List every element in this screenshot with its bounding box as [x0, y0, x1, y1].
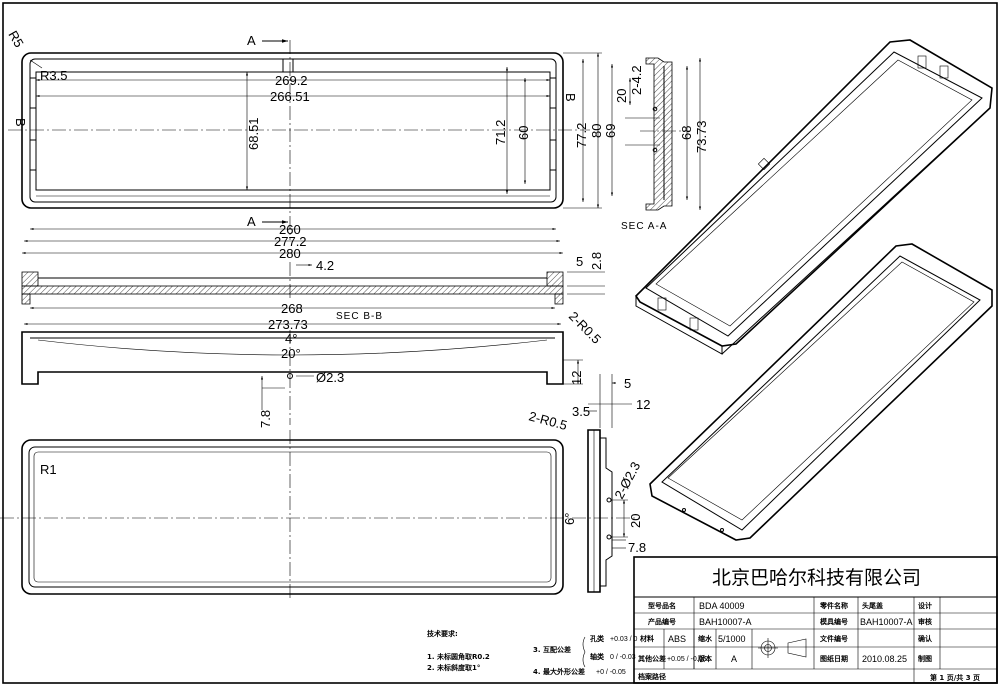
radius-r5-label: R5 — [5, 28, 26, 50]
draft-label: 制图 — [918, 654, 932, 663]
radius-r35-label: R3.5 — [40, 68, 67, 83]
review-label: 审核 — [918, 617, 932, 626]
material-value: ABS — [668, 634, 686, 644]
bottom-view: R1 — [21, 430, 564, 600]
mold-no-value: BAH10007-A — [860, 617, 913, 627]
model-label: 型号品名 — [648, 601, 676, 610]
dim-4-2-b: 4.2 — [316, 258, 334, 273]
note-4-label: 4. 最大外形公差 — [533, 667, 585, 676]
dim-5-b: 5 — [576, 254, 583, 269]
other-tol-value: +0.05 / -0.05 — [667, 656, 707, 663]
dim-7-8-side: 7.8 — [258, 410, 273, 428]
file-no-label: 文件编号 — [820, 634, 848, 643]
dim-6-deg: 6° — [562, 513, 577, 525]
note-4-tol: +0 / -0.05 — [596, 669, 626, 676]
dim-260: 260 — [279, 222, 301, 237]
confirm-label: 确认 — [918, 634, 933, 643]
date-label: 图纸日期 — [820, 654, 848, 663]
dim-77-2: 77.2 — [574, 123, 589, 148]
dim-2-phi-2-3: 2-Ø2.3 — [611, 459, 643, 501]
dim-268: 268 — [281, 301, 303, 316]
other-tol-label: 其他公差 — [638, 654, 666, 663]
side-view: 4° 20° Ø2.3 12 7.8 — [21, 330, 584, 428]
section-mark-b-left: B — [13, 118, 28, 127]
projection-symbol-icon — [758, 638, 807, 658]
dim-80: 80 — [589, 124, 604, 138]
product-no-label: 产品编号 — [648, 617, 676, 626]
dim-277-2: 277.2 — [274, 234, 307, 249]
dim-phi-2-3: Ø2.3 — [316, 370, 344, 385]
dim-4-deg: 4° — [285, 331, 297, 346]
dim-68: 68 — [679, 126, 694, 140]
date-value: 2010.08.25 — [862, 654, 907, 664]
shrink-label: 缩水 — [698, 634, 713, 643]
note-3-hole: 孔类 — [590, 634, 605, 643]
dim-12-end: 12 — [636, 397, 650, 412]
dim-2-8: 2.8 — [589, 252, 604, 270]
dim-20-a: 20 — [614, 89, 629, 103]
note-3-hole-tol: +0.03 / 0 — [610, 636, 638, 643]
product-no-value: BAH10007-A — [699, 617, 752, 627]
section-mark-a-top: A — [247, 33, 256, 48]
part-name-label: 零件名称 — [819, 601, 848, 610]
part-name-value: 头尾盖 — [862, 601, 883, 610]
dim-266-51: 266.51 — [270, 89, 310, 104]
dim-2-r0-5-b: 2-R0.5 — [566, 309, 604, 347]
section-a-a: 20 2-4.2 68 73.73 SEC A-A — [614, 57, 709, 232]
dim-2-r0-5-end: 2-R0.5 — [527, 408, 569, 433]
note-2: 2. 未标斜度取1° — [427, 663, 480, 672]
material-label: 材料 — [639, 634, 654, 643]
section-mark-b-right: B — [563, 93, 578, 102]
dim-68-51: 68.51 — [246, 117, 261, 150]
model-value: BDA 40009 — [699, 601, 745, 611]
design-label: 设计 — [918, 601, 932, 610]
dim-3-5: 3.5 — [572, 404, 590, 419]
dim-60: 60 — [516, 126, 531, 140]
company-name: 北京巴哈尔科技有限公司 — [712, 567, 921, 589]
version-value: A — [731, 654, 737, 664]
dim-5-end: 5 — [624, 376, 631, 391]
note-1: 1. 未标圆角取R0.2 — [427, 652, 490, 661]
dim-2-4-2: 2-4.2 — [629, 65, 644, 95]
dim-20-deg: 20° — [281, 346, 301, 361]
section-mark-a-bottom: A — [247, 214, 256, 229]
note-3-shaft-tol: 0 / -0.03 — [610, 654, 636, 661]
shrink-value: 5/1000 — [718, 634, 746, 644]
isometric-view-tray — [649, 243, 993, 541]
dim-280: 280 — [279, 246, 301, 261]
technical-notes: 技术要求: 1. 未标圆角取R0.2 2. 未标斜度取1° 3. 互配公差 孔类… — [427, 629, 638, 676]
mold-no-label: 模具编号 — [820, 617, 848, 626]
dim-12-side: 12 — [569, 371, 584, 385]
version-label: 版本 — [698, 654, 712, 663]
page-indicator: 第 1 页/共 3 页 — [930, 673, 980, 682]
section-b-b: 4.2 5 2.8 268 273.73 SEC B-B 2-R0.5 — [21, 252, 605, 347]
dim-69: 69 — [603, 124, 618, 138]
top-view: A A B B R5 R3.5 269.2 266.51 260 277.2 2… — [5, 28, 618, 261]
section-a-label: SEC A-A — [621, 221, 667, 232]
end-view: 5 3.5 12 2-R0.5 2-Ø2.3 20 6° 7.8 — [0, 374, 650, 593]
dim-73-73: 73.73 — [694, 120, 709, 153]
section-b-label: SEC B-B — [336, 311, 383, 322]
isometric-view-open — [634, 39, 993, 355]
note-3-shaft: 轴类 — [590, 652, 605, 661]
dim-7-8-end: 7.8 — [628, 540, 646, 555]
dim-20-end: 20 — [628, 514, 643, 528]
archive-path-label: 档案路径 — [637, 672, 666, 681]
dim-273-73: 273.73 — [268, 317, 308, 332]
dim-269-2: 269.2 — [275, 73, 308, 88]
dim-71-2: 71.2 — [493, 120, 508, 145]
notes-title: 技术要求: — [427, 629, 458, 638]
title-block: 北京巴哈尔科技有限公司 型号品名 BDA 40009 零件名称 头尾盖 设计 产… — [633, 556, 998, 684]
note-3-label: 3. 互配公差 — [533, 645, 571, 654]
radius-r1-label: R1 — [40, 462, 57, 477]
